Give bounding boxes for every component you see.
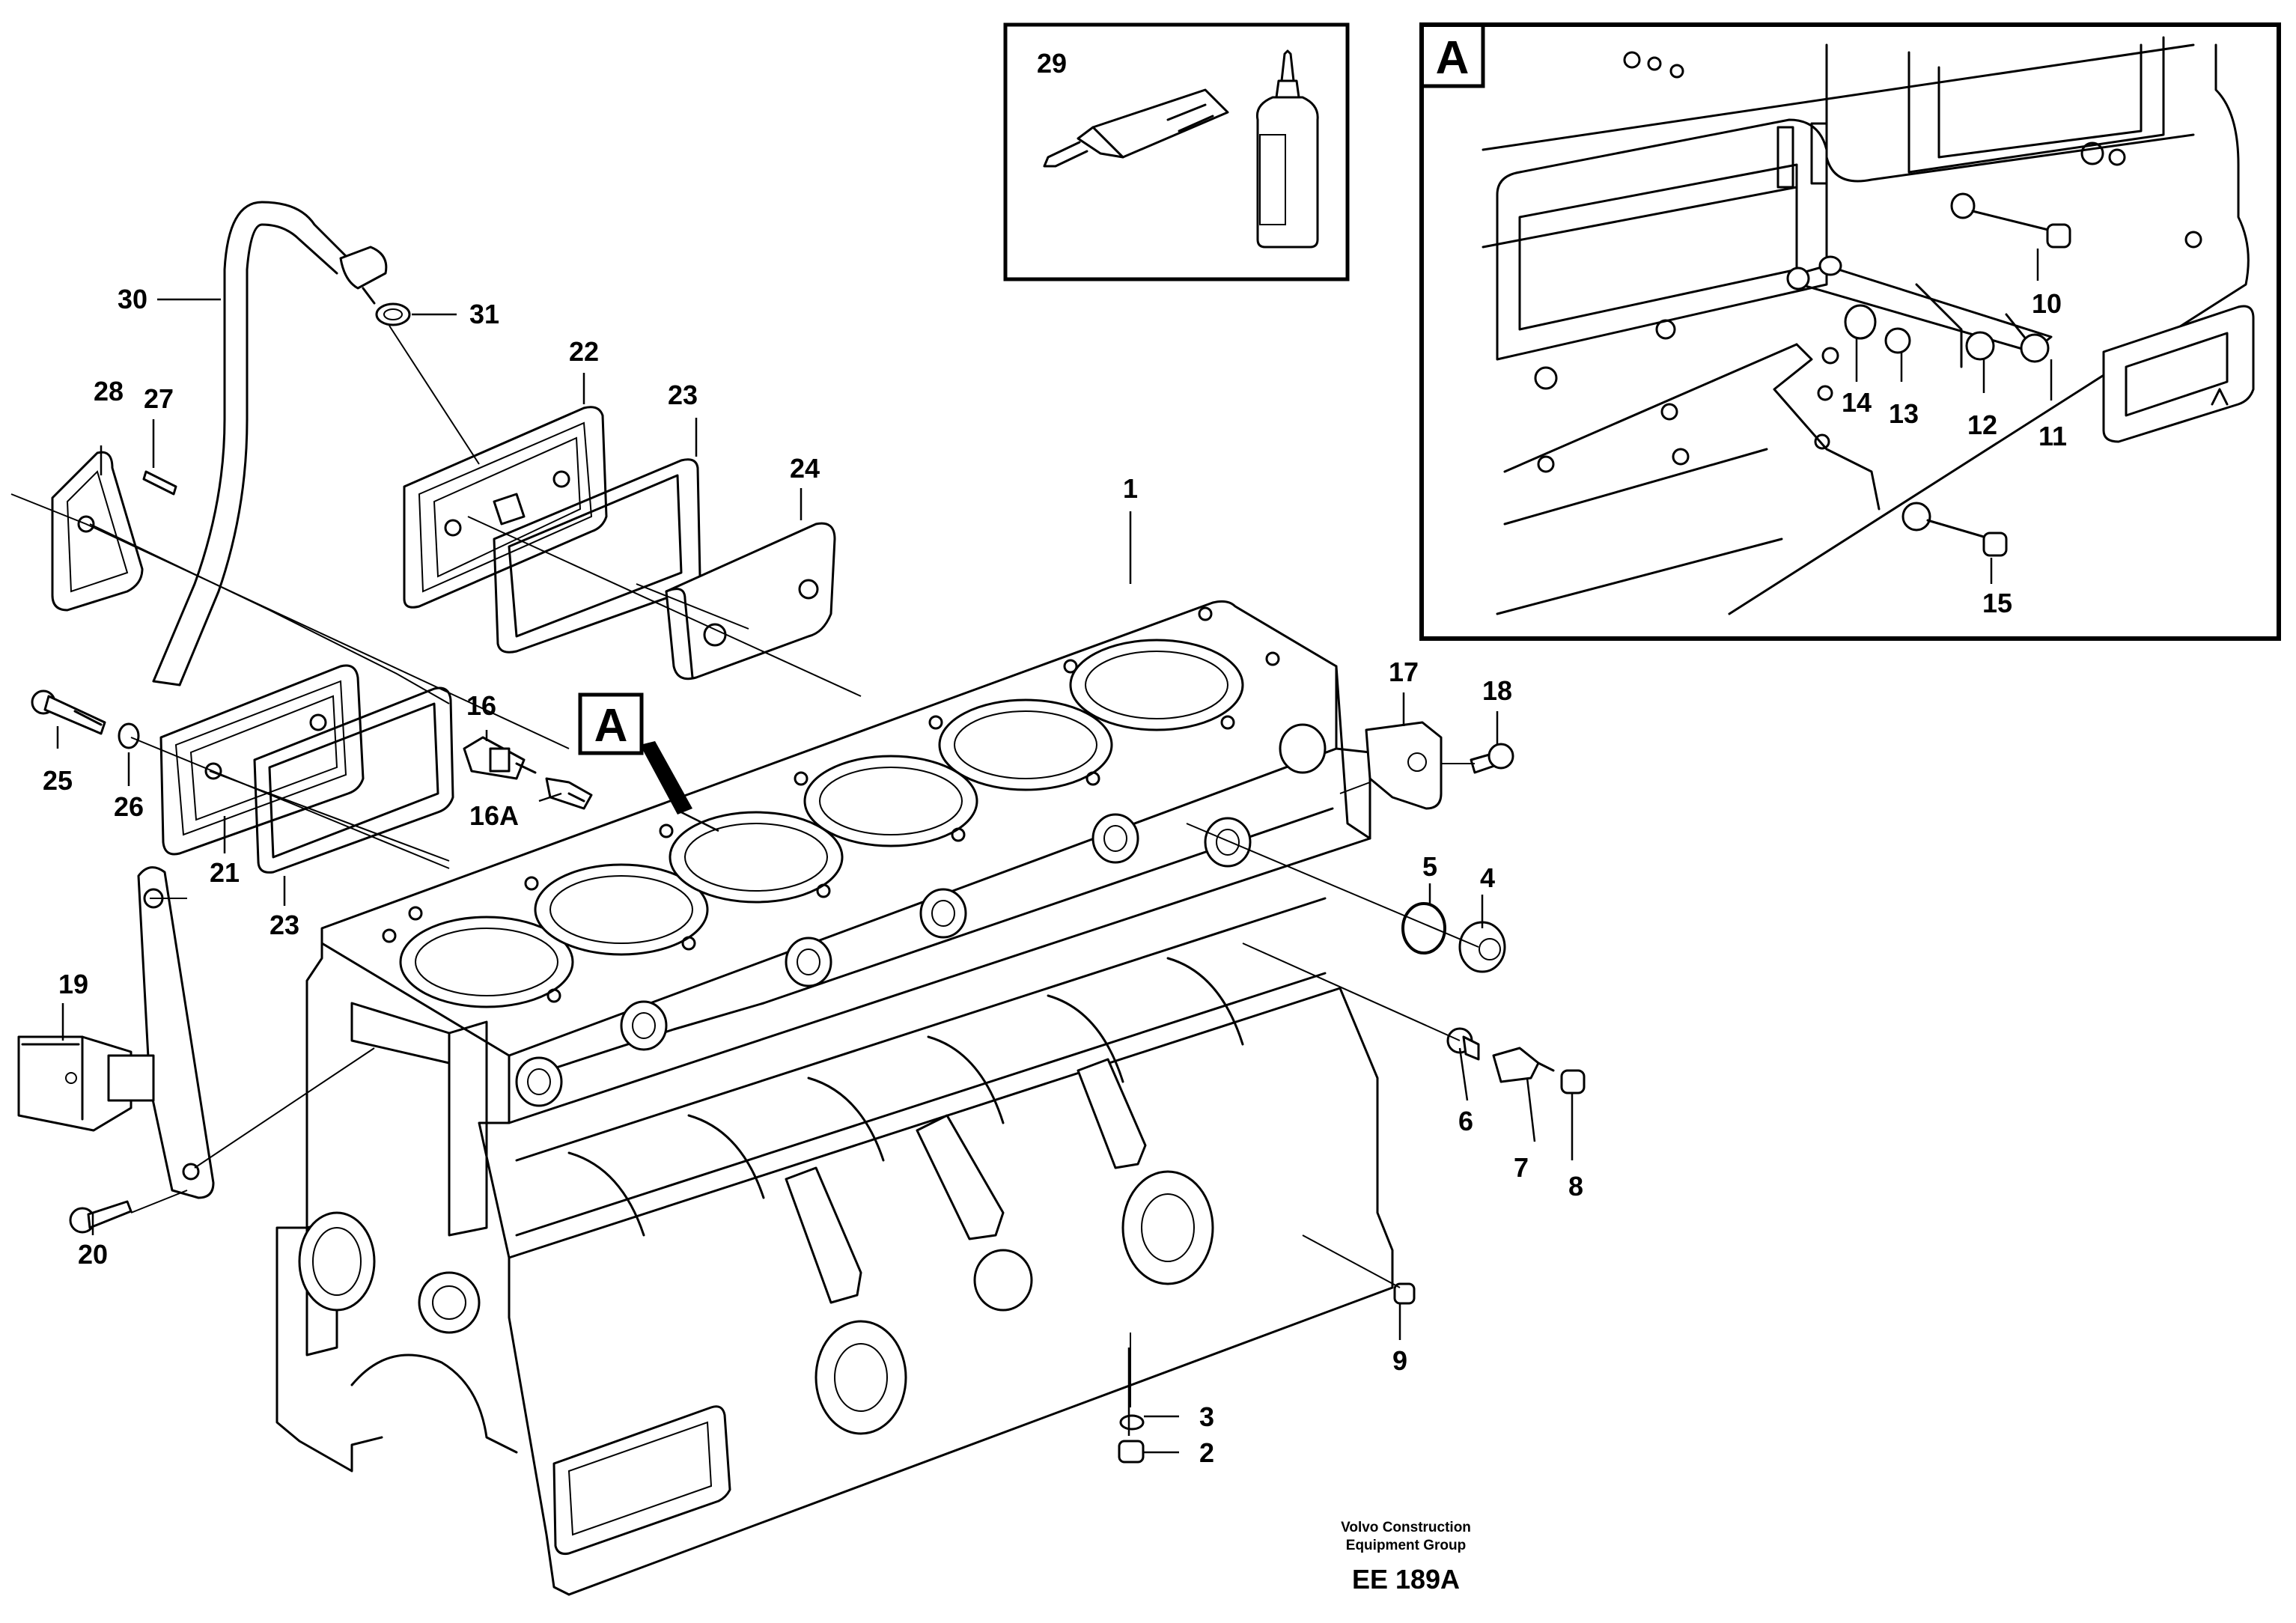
cylinder-bores <box>399 639 1244 1008</box>
callout-2: 2 <box>1199 1437 1214 1468</box>
plug-8 <box>1560 1069 1586 1094</box>
callout-23-top: 23 <box>668 380 698 410</box>
callout-30: 30 <box>118 284 147 314</box>
callout-9: 9 <box>1392 1345 1407 1376</box>
footer-company-line2: Equipment Group <box>1346 1538 1466 1553</box>
callout-6: 6 <box>1458 1106 1473 1136</box>
callout-27: 27 <box>144 383 174 414</box>
breather-hose <box>152 201 388 686</box>
washer-3 <box>1119 1414 1145 1431</box>
callout-7: 7 <box>1514 1152 1529 1183</box>
callout-22: 22 <box>569 336 599 367</box>
cover-24 <box>665 522 836 680</box>
footer-company-line1: Volvo Construction <box>1341 1520 1471 1535</box>
callout-5: 5 <box>1422 851 1437 882</box>
callout-28: 28 <box>94 376 124 406</box>
callout-16: 16 <box>466 690 496 721</box>
plug-9 <box>1393 1282 1416 1305</box>
bracket-19 <box>17 866 215 1199</box>
washer-26 <box>118 722 140 749</box>
engine-block <box>275 600 1394 1596</box>
plug-4 <box>1458 921 1506 973</box>
callout-16a: 16A <box>469 800 519 831</box>
callout-21: 21 <box>210 857 240 888</box>
callout-23-left: 23 <box>270 910 299 940</box>
callout-24: 24 <box>790 453 820 484</box>
footer: Volvo Construction Equipment Group EE 18… <box>1341 1520 1471 1595</box>
gasket-23-left <box>253 686 454 874</box>
callout-18: 18 <box>1482 675 1512 706</box>
cover-22 <box>403 406 608 609</box>
leader-lines <box>10 249 2053 1454</box>
fitting-16a <box>545 777 593 810</box>
bolt-18 <box>1470 743 1514 774</box>
callout-13: 13 <box>1889 398 1919 429</box>
callout-labels: 1 2 3 4 5 6 7 8 9 10 11 12 13 14 15 16 1… <box>43 48 2067 1468</box>
callout-26: 26 <box>114 791 144 822</box>
bolt-20 <box>69 1200 133 1234</box>
callout-17: 17 <box>1389 657 1419 687</box>
detail-view-a: A <box>1419 22 2281 641</box>
callout-8: 8 <box>1568 1171 1583 1202</box>
callout-11: 11 <box>2038 421 2067 451</box>
detail-a-marker: A <box>578 692 719 832</box>
callout-1: 1 <box>1123 473 1138 504</box>
callout-14: 14 <box>1842 387 1872 418</box>
sealant-inset <box>1003 22 1350 281</box>
callout-3: 3 <box>1199 1401 1214 1432</box>
callout-12: 12 <box>1967 409 1997 440</box>
plug-2 <box>1118 1440 1145 1464</box>
callout-29: 29 <box>1037 48 1067 79</box>
callout-19: 19 <box>58 969 88 999</box>
callout-25: 25 <box>43 765 73 796</box>
sealant-tube-icon <box>1043 88 1229 168</box>
callout-15: 15 <box>1982 588 2012 618</box>
pin-27 <box>142 470 177 496</box>
callout-4: 4 <box>1480 862 1495 893</box>
bracket-17 <box>1365 721 1443 810</box>
cover-28 <box>51 451 144 612</box>
sealant-bottle-icon <box>1255 49 1319 249</box>
sensor-16 <box>463 736 537 780</box>
footer-drawing-code: EE 189A <box>1352 1564 1460 1595</box>
detail-a-marker-label: A <box>594 700 628 752</box>
o-ring-31 <box>375 302 411 326</box>
o-ring-5 <box>1401 902 1446 954</box>
detail-fittings <box>1786 192 2071 557</box>
sensor-7 <box>1492 1047 1555 1083</box>
detail-view-label: A <box>1436 32 1470 84</box>
callout-20: 20 <box>78 1239 108 1270</box>
bolt-25 <box>31 689 106 735</box>
callout-10: 10 <box>2032 288 2062 319</box>
callout-31: 31 <box>469 299 499 329</box>
cover-21 <box>159 664 365 856</box>
